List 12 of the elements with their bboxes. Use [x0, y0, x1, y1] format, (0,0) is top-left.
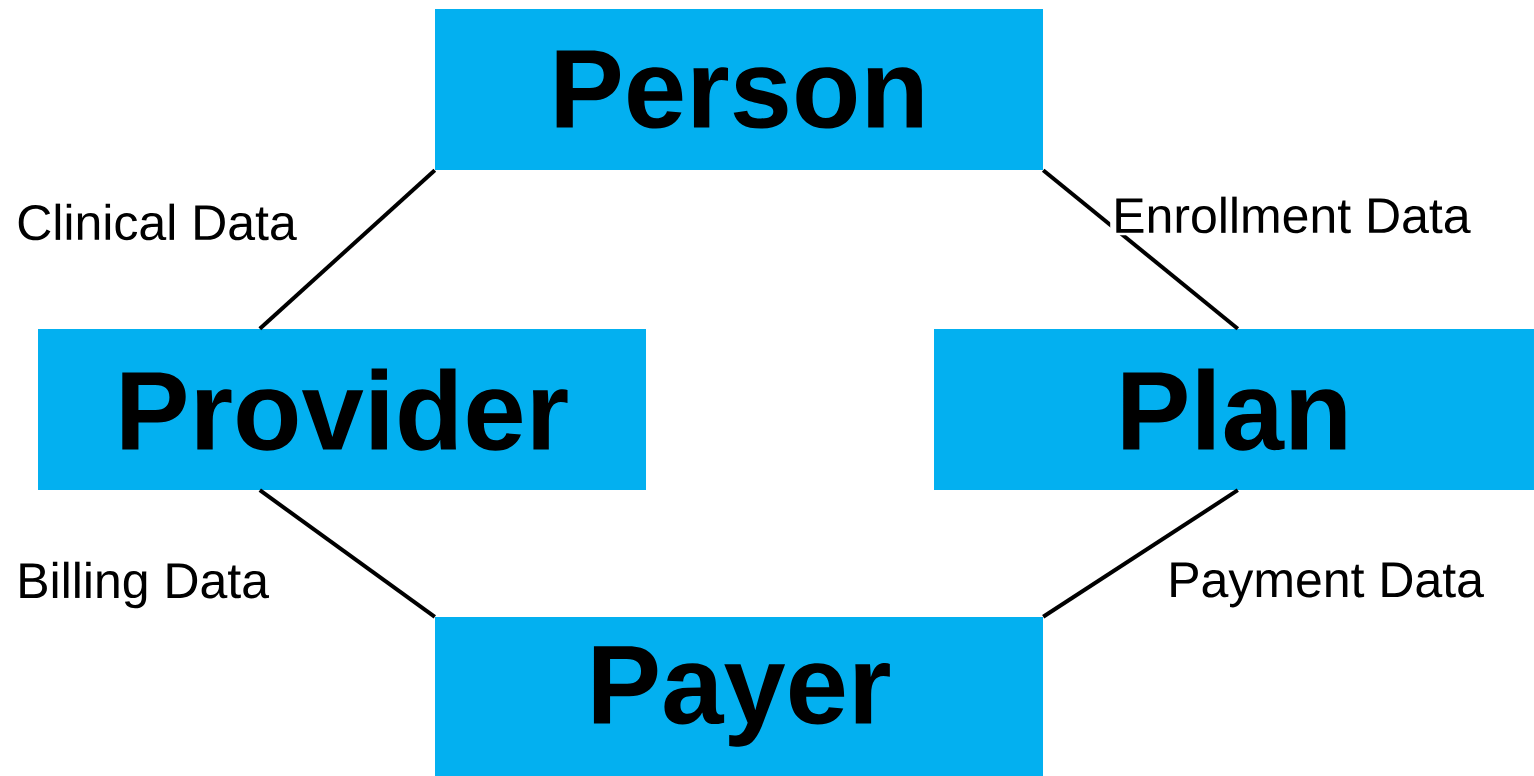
connector-line: [258, 488, 436, 619]
process-box: Provider: [38, 329, 646, 490]
connector-line: [258, 168, 437, 331]
edge-label: Enrollment Data: [1110, 194, 1473, 236]
process-box: Plan: [934, 329, 1534, 490]
connector-line: [1042, 488, 1239, 619]
process-box: Person: [435, 9, 1043, 170]
edge-label: Clinical Data: [14, 201, 299, 243]
edge-label: Payment Data: [1165, 560, 1487, 610]
connector-line: [1041, 168, 1240, 331]
edge-label: Billing Data: [14, 559, 272, 611]
process-box: Payer: [435, 617, 1043, 776]
